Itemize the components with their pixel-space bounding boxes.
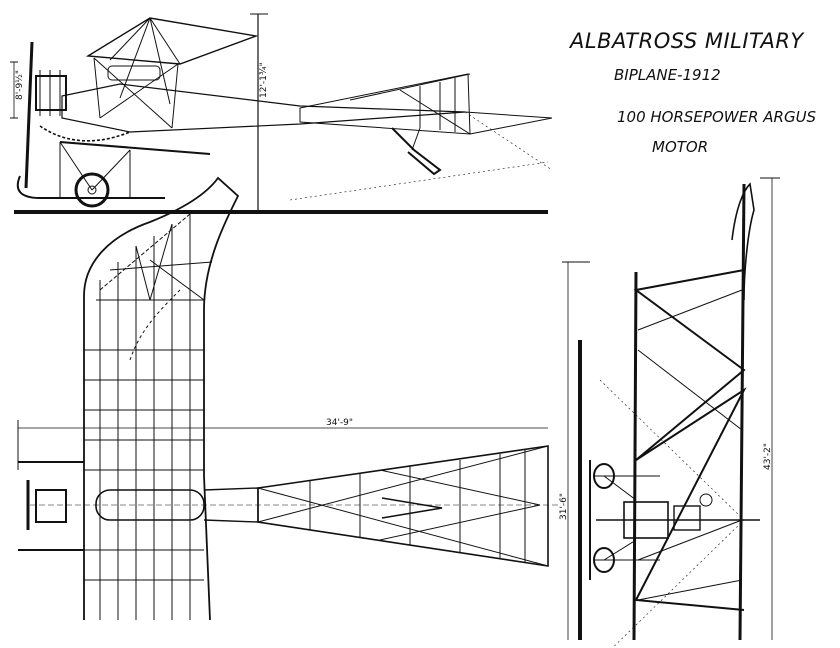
title-line-4: MOTOR	[652, 138, 708, 156]
front-elevation	[562, 177, 780, 648]
side-wheel	[74, 172, 110, 208]
front-lower-wing	[738, 183, 746, 641]
front-bracing	[633, 269, 746, 461]
plan-tail	[257, 445, 549, 567]
side-tail-skid	[391, 127, 442, 176]
title-line-1: ALBATROSS MILITARY	[568, 29, 805, 53]
side-upper-wing	[85, 17, 259, 65]
plan-engine	[35, 489, 67, 523]
title-block: ALBATROSS MILITARY BIPLANE-1912 100 HORS…	[568, 29, 817, 156]
plan-span-label: 34'-9"	[326, 418, 353, 428]
title-line-2: BIPLANE-1912	[614, 66, 721, 84]
side-lower-wing	[59, 141, 211, 155]
front-span-label: 43'-2"	[763, 443, 773, 470]
side-propeller	[24, 41, 34, 189]
side-elevation	[10, 13, 553, 214]
side-fuselage	[61, 83, 466, 133]
side-engine	[35, 75, 67, 111]
front-upper-wing	[632, 271, 638, 641]
side-cockpit	[107, 65, 161, 81]
plan-wing-outline	[83, 176, 240, 621]
side-height-small-label: 8'-9½"	[15, 70, 25, 100]
side-landing-skid	[16, 175, 150, 199]
side-tail	[299, 73, 471, 135]
plan-view	[17, 176, 560, 621]
front-height-label: 31'-6"	[559, 493, 569, 520]
title-line-3: 100 HORSEPOWER ARGUS	[617, 108, 817, 126]
side-height-label: 12'-1¾"	[259, 62, 269, 98]
